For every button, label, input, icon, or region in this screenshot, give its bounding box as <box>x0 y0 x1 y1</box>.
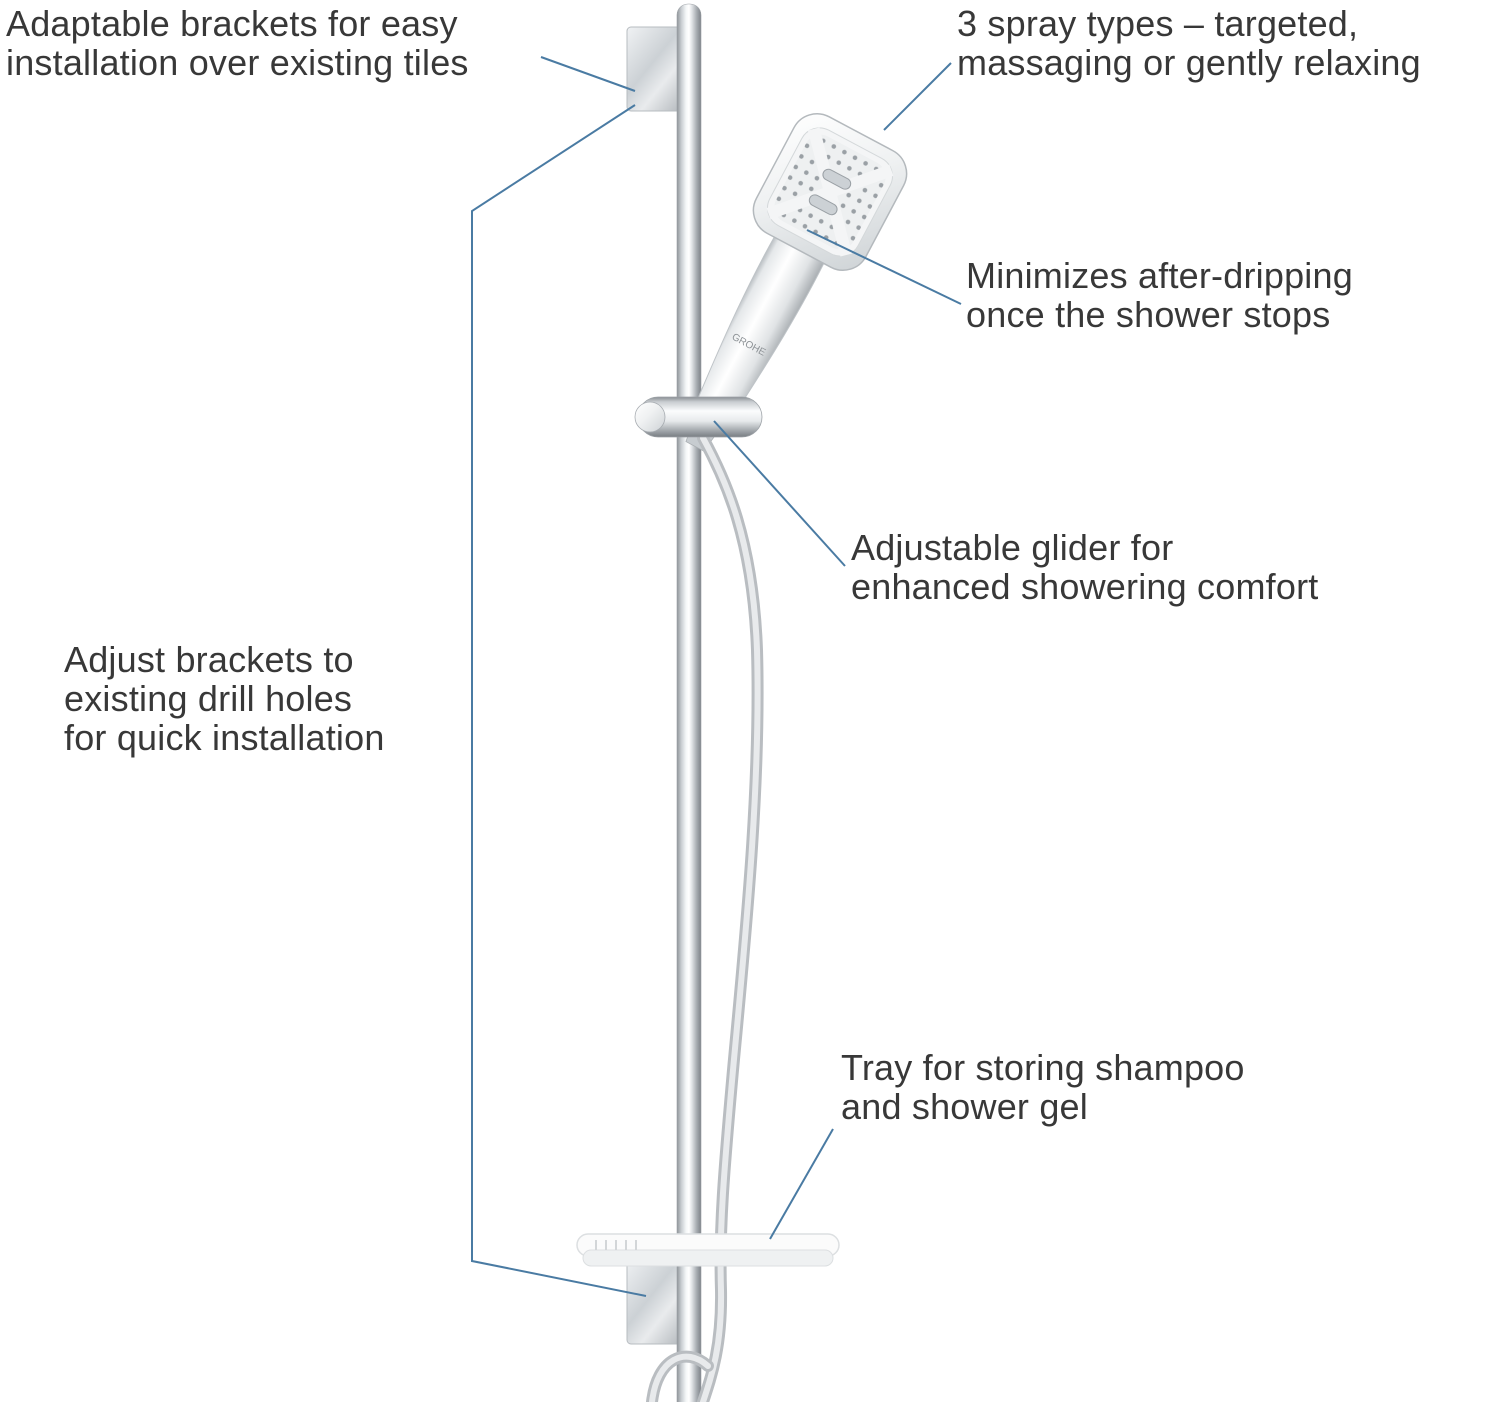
callout-lines <box>471 56 962 1297</box>
annotation-adaptable-brackets: Adaptable brackets for easy installation… <box>6 4 469 82</box>
annotation-adjust-brackets: Adjust brackets to existing drill holes … <box>64 640 385 757</box>
annotation-line: Minimizes after-dripping <box>966 255 1353 296</box>
storage-tray <box>576 1233 840 1267</box>
annotation-line: Tray for storing shampoo <box>841 1047 1245 1088</box>
spray-select-button-bottom <box>808 194 838 216</box>
callout-line-after-dripping <box>806 229 962 305</box>
callout-line-adjustable-glider <box>713 420 846 567</box>
annotation-line: enhanced showering comfort <box>851 566 1319 607</box>
glider-holder <box>634 396 763 438</box>
annotation-line: 3 spray types – targeted, <box>957 3 1359 44</box>
annotation-line: and shower gel <box>841 1086 1088 1127</box>
annotation-line: installation over existing tiles <box>6 42 469 83</box>
spray-zone-divider <box>766 127 894 257</box>
tray-drain-slots <box>595 1240 637 1250</box>
annotation-line: existing drill holes <box>64 678 353 719</box>
callout-line-tray <box>769 1128 834 1240</box>
annotation-line: massaging or gently relaxing <box>957 42 1421 83</box>
annotation-tray: Tray for storing shampoo and shower gel <box>841 1048 1245 1126</box>
glider-knob <box>634 401 666 433</box>
spray-select-button-top <box>822 168 852 190</box>
annotation-line: for quick installation <box>64 717 385 758</box>
annotation-adjustable-glider: Adjustable glider for enhanced showering… <box>851 528 1318 606</box>
callout-line-spray-types <box>883 62 952 131</box>
annotation-line: Adjust brackets to <box>64 639 354 680</box>
annotation-spray-types: 3 spray types – targeted, massaging or g… <box>957 4 1421 82</box>
callout-line-adaptable-brackets <box>540 56 636 92</box>
annotation-after-dripping: Minimizes after-dripping once the shower… <box>966 256 1353 334</box>
annotation-line: once the shower stops <box>966 294 1331 335</box>
shower-rail <box>676 3 702 1402</box>
callout-line-adjust-brackets <box>471 104 647 1297</box>
annotation-line: Adjustable glider for <box>851 527 1174 568</box>
annotation-line: Adaptable brackets for easy <box>6 3 458 44</box>
shower-hose <box>646 432 764 1402</box>
